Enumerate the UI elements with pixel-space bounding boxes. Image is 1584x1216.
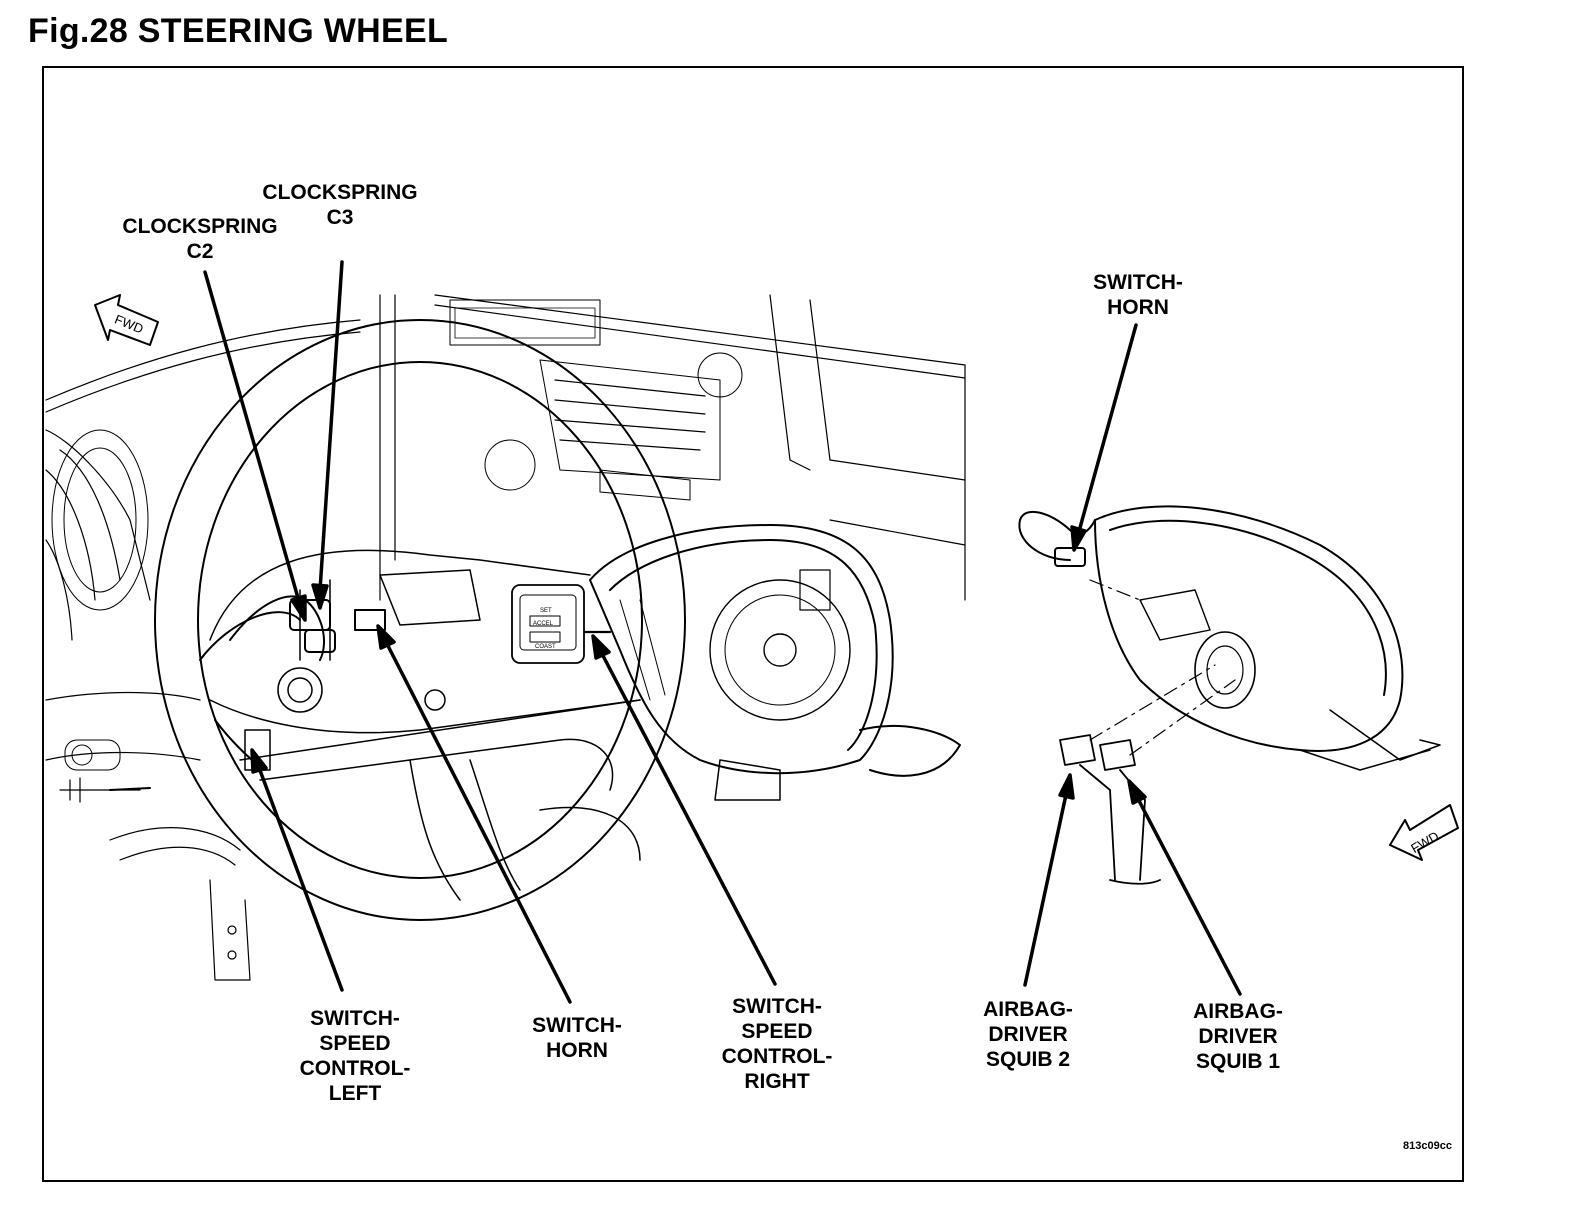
label-line: AIRBAG- — [983, 998, 1073, 1021]
assembly-centerlines — [1089, 579, 1236, 756]
label-line: SPEED — [319, 1032, 391, 1055]
diagram-frame — [42, 66, 1464, 1182]
label-line: CLOCKSPRING — [262, 181, 418, 204]
label-line: SPEED — [741, 1020, 813, 1043]
label-clockspring-c2: CLOCKSPRING C2 — [122, 214, 277, 264]
set-text: SET — [540, 608, 552, 614]
label-line: DRIVER — [1198, 1025, 1278, 1048]
label-line: SWITCH- — [732, 995, 822, 1018]
figure-code: 813c09cc — [1403, 1140, 1452, 1152]
clockspring-harness — [199, 595, 386, 771]
label-line: HORN — [1107, 296, 1169, 319]
airbag-module-installed — [589, 524, 961, 801]
label-line: RIGHT — [744, 1070, 810, 1093]
label-line: C2 — [186, 240, 214, 263]
label-line: SQUIB 2 — [985, 1048, 1071, 1071]
label-line: CLOCKSPRING — [122, 215, 278, 238]
label-line: SWITCH- — [310, 1007, 400, 1030]
fwd-arrow-right — [1389, 804, 1459, 861]
label-line: SQUIB 1 — [1195, 1050, 1281, 1073]
label-airbag-driver-squib-1: AIRBAG- DRIVER SQUIB 1 — [1193, 999, 1283, 1074]
fwd-arrow-left — [94, 294, 159, 346]
label-line: LEFT — [328, 1082, 382, 1105]
label-line: CONTROL- — [721, 1045, 833, 1068]
airbag-module-exploded — [1094, 505, 1441, 771]
label-line: SWITCH- — [532, 1014, 622, 1037]
steering-column-hub — [209, 549, 641, 901]
label-airbag-driver-squib-2: AIRBAG- DRIVER SQUIB 2 — [983, 997, 1073, 1072]
label-switch-speed-control-left: SWITCH- SPEED CONTROL- LEFT — [300, 1006, 411, 1106]
coast-text: COAST — [535, 644, 556, 650]
label-line: CONTROL- — [299, 1057, 411, 1080]
label-switch-horn-top: SWITCH- HORN — [1093, 270, 1183, 320]
accel-text: ACCEL — [533, 621, 554, 627]
label-switch-horn-bottom: SWITCH- HORN — [532, 1013, 622, 1063]
leader-lines — [203, 260, 1242, 1004]
label-line: SWITCH- — [1093, 271, 1183, 294]
dashboard-outline — [45, 294, 966, 981]
label-clockspring-c3: CLOCKSPRING C3 — [262, 180, 417, 230]
label-switch-speed-control-right: SWITCH- SPEED CONTROL- RIGHT — [722, 994, 833, 1094]
label-line: C3 — [326, 206, 354, 229]
label-line: DRIVER — [988, 1023, 1068, 1046]
figure-title: Fig.28 STEERING WHEEL — [28, 12, 449, 50]
steering-wheel-rim — [154, 319, 686, 921]
label-line: AIRBAG- — [1193, 1000, 1283, 1023]
label-line: HORN — [546, 1039, 608, 1062]
speed-control-right-module — [511, 584, 612, 664]
